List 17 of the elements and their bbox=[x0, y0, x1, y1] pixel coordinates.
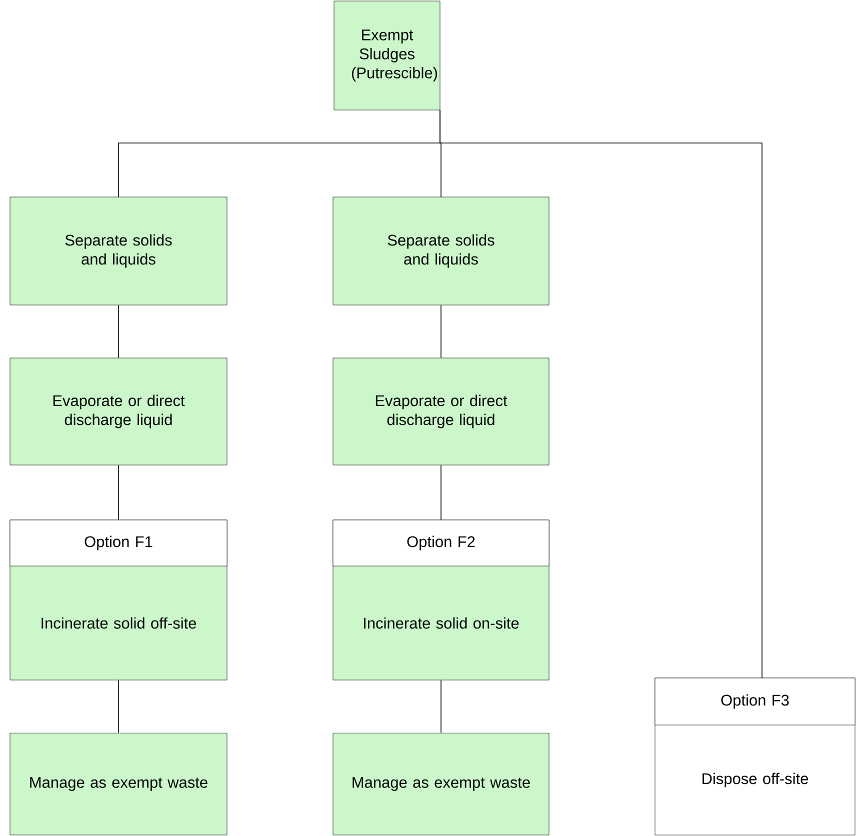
process-box: Manage as exempt waste bbox=[332, 732, 550, 836]
connector-line bbox=[440, 680, 442, 734]
connector-line bbox=[118, 464, 119, 520]
process-box: Manage as exempt waste bbox=[10, 732, 228, 836]
connector-line bbox=[440, 110, 762, 678]
option-box: Option F1 Incinerate solid off-site bbox=[10, 520, 228, 680]
option-box: Option F3 Dispose off-site bbox=[654, 678, 856, 836]
process-box: Exempt Sludges (Putrescible) bbox=[334, 0, 440, 110]
process-box: Evaporate or direct discharge liquid bbox=[332, 358, 550, 466]
process-box: Separate solids and liquids bbox=[332, 196, 550, 306]
connector-line bbox=[440, 304, 442, 358]
connector-line bbox=[118, 304, 119, 358]
option-box: Option F2 Incinerate solid on-site bbox=[332, 520, 550, 680]
connector-line bbox=[118, 680, 119, 734]
connector-line bbox=[440, 464, 442, 520]
process-box: Evaporate or direct discharge liquid bbox=[10, 358, 228, 466]
process-box: Separate solids and liquids bbox=[10, 196, 228, 306]
